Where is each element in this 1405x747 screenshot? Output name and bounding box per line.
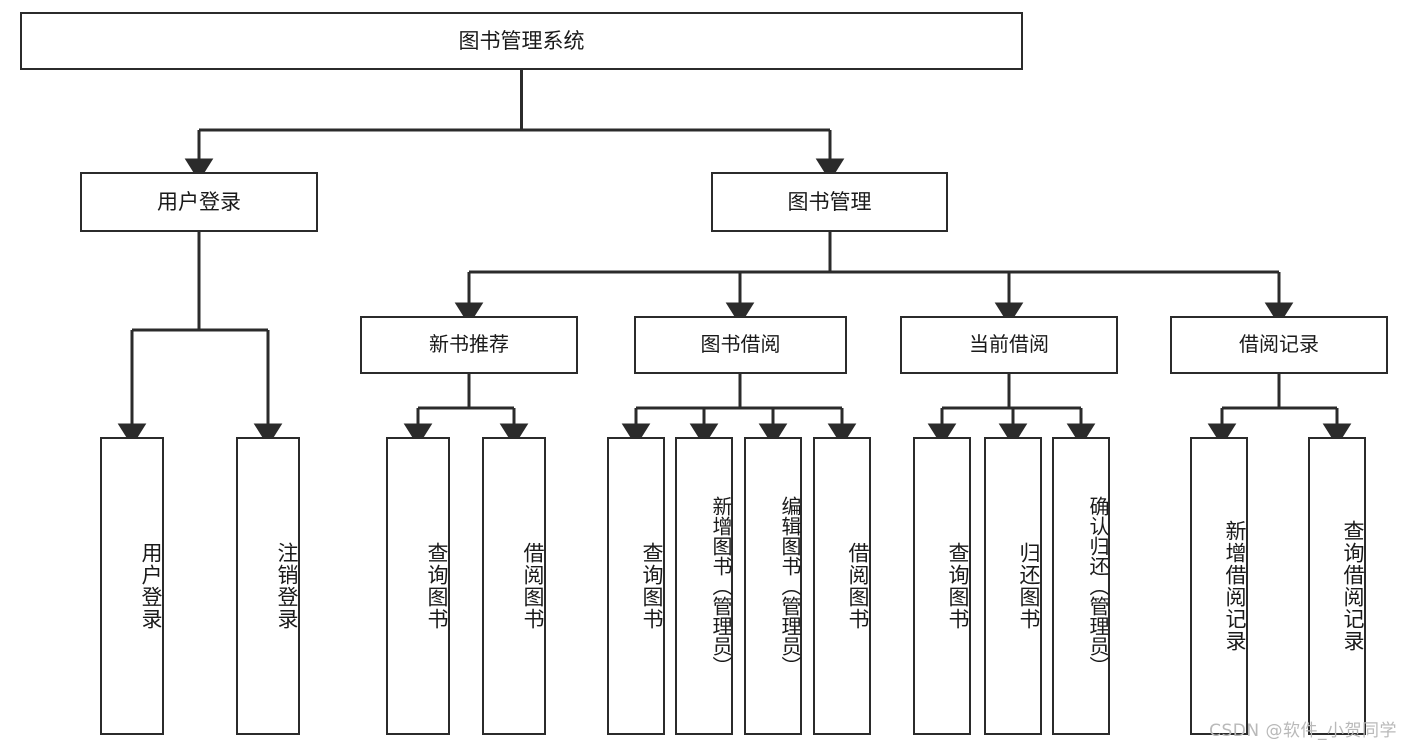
node-leaf-borrow-query-label: 查询图书 <box>640 542 664 630</box>
node-leaf-rec-add-label: 新增借阅记录 <box>1223 520 1247 652</box>
node-user-login-label: 用户登录 <box>157 189 241 214</box>
node-root-label: 图书管理系统 <box>458 28 585 53</box>
node-leaf-rec-search[interactable]: 查询借阅记录 <box>1308 437 1366 735</box>
node-leaf-borrow-edit-label: 编辑图书（管理员） <box>778 496 802 676</box>
node-leaf-cur-query[interactable]: 查询图书 <box>913 437 971 735</box>
node-leaf-cur-return[interactable]: 归还图书 <box>984 437 1042 735</box>
node-new-book-rec-label: 新书推荐 <box>429 332 509 357</box>
node-leaf-user-logout-label: 注销登录 <box>275 542 299 630</box>
node-book-manage[interactable]: 图书管理 <box>711 172 948 232</box>
node-user-login[interactable]: 用户登录 <box>80 172 318 232</box>
node-current-borrow[interactable]: 当前借阅 <box>900 316 1118 374</box>
node-current-borrow-label: 当前借阅 <box>969 332 1049 357</box>
node-leaf-user-login[interactable]: 用户登录 <box>100 437 164 735</box>
node-leaf-borrow-query[interactable]: 查询图书 <box>607 437 665 735</box>
node-leaf-cur-confirm[interactable]: 确认归还（管理员） <box>1052 437 1110 735</box>
node-leaf-rec-borrow[interactable]: 借阅图书 <box>482 437 546 735</box>
node-leaf-rec-query[interactable]: 查询图书 <box>386 437 450 735</box>
node-leaf-cur-confirm-label: 确认归还（管理员） <box>1086 496 1110 676</box>
node-borrow-record-label: 借阅记录 <box>1239 332 1319 357</box>
node-borrow-record[interactable]: 借阅记录 <box>1170 316 1388 374</box>
node-leaf-borrow-take-label: 借阅图书 <box>846 542 870 630</box>
node-leaf-borrow-edit[interactable]: 编辑图书（管理员） <box>744 437 802 735</box>
node-leaf-rec-borrow-label: 借阅图书 <box>521 542 545 630</box>
node-leaf-rec-search-label: 查询借阅记录 <box>1341 520 1365 652</box>
node-new-book-rec[interactable]: 新书推荐 <box>360 316 578 374</box>
node-leaf-rec-query-label: 查询图书 <box>425 542 449 630</box>
node-leaf-rec-add[interactable]: 新增借阅记录 <box>1190 437 1248 735</box>
node-root-system[interactable]: 图书管理系统 <box>20 12 1023 70</box>
csdn-watermark: CSDN @软件_小贺同学 <box>1209 721 1397 741</box>
node-leaf-user-logout[interactable]: 注销登录 <box>236 437 300 735</box>
node-book-borrow-label: 图书借阅 <box>700 332 781 357</box>
node-leaf-user-login-label: 用户登录 <box>139 542 163 630</box>
node-book-manage-label: 图书管理 <box>787 189 872 214</box>
node-leaf-cur-return-label: 归还图书 <box>1017 542 1041 630</box>
node-leaf-cur-query-label: 查询图书 <box>946 542 970 630</box>
node-leaf-borrow-add[interactable]: 新增图书（管理员） <box>675 437 733 735</box>
node-leaf-borrow-take[interactable]: 借阅图书 <box>813 437 871 735</box>
node-leaf-borrow-add-label: 新增图书（管理员） <box>709 496 733 676</box>
node-book-borrow[interactable]: 图书借阅 <box>634 316 847 374</box>
